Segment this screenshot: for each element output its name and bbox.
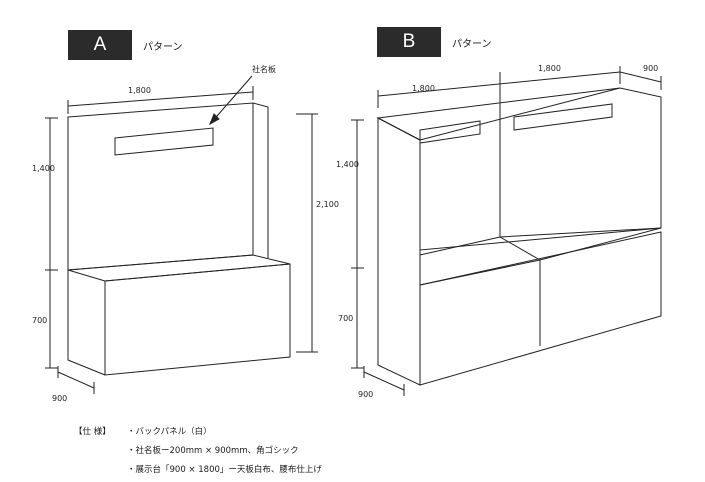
pattern-a-counter-top bbox=[67, 254, 291, 282]
pattern-b-counter-front bbox=[419, 231, 662, 386]
pattern-a-depth-dim: 900 bbox=[52, 394, 67, 403]
pattern-b-width-dim-right: 1,800 bbox=[538, 64, 561, 73]
pattern-b-counter-top bbox=[419, 227, 662, 286]
pattern-b-name-plate-left bbox=[419, 120, 481, 144]
pattern-b-upper-height-dim: 1,400 bbox=[336, 160, 359, 169]
pattern-a-name-plate bbox=[114, 127, 214, 156]
pattern-a-total-height-dim: 2,100 bbox=[316, 200, 339, 209]
spec-line: ・展示台「900 × 1800」ー天板白布、腰布仕上げ bbox=[127, 465, 322, 475]
pattern-b-name-plate-right bbox=[513, 103, 613, 131]
spec-list: ・バックパネル（白） ・社名板ー200mm × 900mm、角ゴシック ・展示台… bbox=[127, 423, 322, 480]
pattern-b-side-panel bbox=[377, 117, 421, 386]
spec-heading: 【仕 様】 bbox=[74, 427, 111, 437]
pattern-a-badge: A bbox=[68, 30, 132, 60]
pattern-a-lower-height-dim: 700 bbox=[32, 316, 47, 325]
pattern-b-label: パターン bbox=[452, 39, 492, 50]
pattern-b-depth-dim-bottom: 900 bbox=[358, 390, 373, 399]
pattern-b-drawing bbox=[351, 66, 662, 396]
pattern-a-drawing bbox=[45, 75, 318, 394]
pattern-b-width-dim-left: 1,800 bbox=[412, 84, 435, 93]
spec-line: ・バックパネル（白） bbox=[127, 427, 212, 437]
pattern-b-depth-dim-top: 900 bbox=[643, 64, 658, 73]
pattern-a-back-panel bbox=[67, 102, 254, 271]
pattern-b-badge: B bbox=[377, 27, 441, 57]
pattern-a-upper-height-dim: 1,400 bbox=[32, 164, 55, 173]
pattern-a-counter-front bbox=[104, 263, 291, 376]
pattern-a-width-dim: 1,800 bbox=[128, 86, 151, 95]
spec-line: ・社名板ー200mm × 900mm、角ゴシック bbox=[127, 446, 299, 456]
pattern-a-label: パターン bbox=[143, 42, 183, 53]
pattern-b-lower-height-dim: 700 bbox=[338, 314, 353, 323]
pattern-a-callout: 社名板 bbox=[252, 64, 276, 74]
